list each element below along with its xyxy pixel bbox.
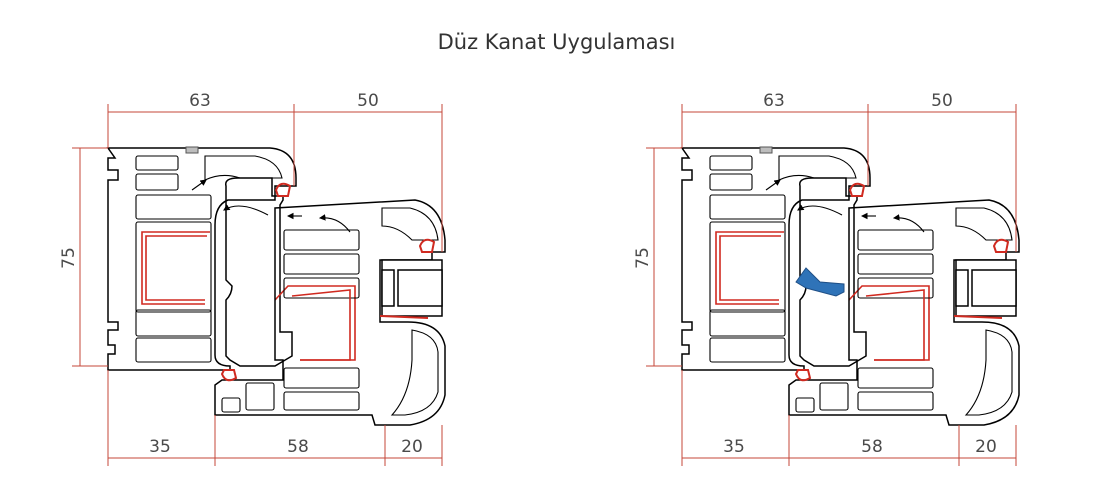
dim-bottom-mid-2: 58 xyxy=(861,437,883,457)
dim-bottom-left-1: 35 xyxy=(149,437,171,457)
dim-bottom-right-2: 20 xyxy=(975,437,997,457)
profile-drawing-1 xyxy=(108,147,445,425)
profile-drawing-2 xyxy=(682,147,1019,425)
blue-insert-icon xyxy=(795,267,845,297)
profile-section-2: 63 50 75 35 58 20 xyxy=(633,91,1019,466)
diagram-title: Düz Kanat Uygulaması xyxy=(437,30,676,54)
dim-bottom-right-1: 20 xyxy=(401,437,423,457)
dim-top-left-1: 63 xyxy=(189,91,211,111)
dim-top-right-1: 50 xyxy=(357,91,379,111)
profile-section-1: 63 50 75 35 58 20 xyxy=(59,91,445,466)
dim-height-2: 75 xyxy=(633,247,653,269)
dim-bottom-left-2: 35 xyxy=(723,437,745,457)
dim-height-1: 75 xyxy=(59,247,79,269)
dim-top-right-2: 50 xyxy=(931,91,953,111)
dim-bottom-mid-1: 58 xyxy=(287,437,309,457)
dim-top-left-2: 63 xyxy=(763,91,785,111)
